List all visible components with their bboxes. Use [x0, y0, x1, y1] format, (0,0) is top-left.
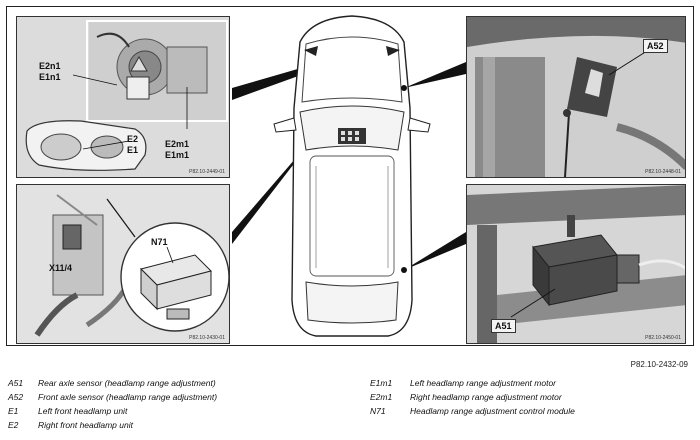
legend-text: Right headlamp range adjustment motor: [410, 392, 562, 402]
label-e2: E2: [127, 134, 139, 144]
legend-code: E2m1: [370, 392, 393, 402]
figure-reference: P82.10-2432-09: [630, 360, 688, 369]
legend-text: Rear axle sensor (headlamp range adjustm…: [38, 378, 216, 388]
legend-code: E2: [8, 420, 19, 430]
legend-code: A51: [8, 378, 24, 388]
label-e1m1: E1m1: [165, 150, 190, 160]
label-e2n1: E2n1: [39, 61, 61, 71]
rear-sensor-marker: [401, 267, 407, 273]
front-sensor-marker: [401, 85, 407, 91]
label-e1n1: E1n1: [39, 72, 61, 82]
callout-wedge-bottom-right: [404, 232, 466, 270]
callout-wedge-top-right: [404, 62, 466, 88]
vehicle-module-marker: [338, 128, 366, 144]
vehicle-rear-window: [305, 281, 399, 324]
panel-ref-control-module: P82.10-2430-01: [189, 335, 225, 341]
vehicle-left-mirror: [273, 117, 297, 133]
vehicle-body-outline: [291, 15, 413, 337]
panel-headlamp: E2n1 E1n1 E2 E1 E2m1 E1m1 P82.10-2449-01: [16, 16, 230, 178]
label-n71: N71: [151, 237, 168, 247]
panel-rear-axle-sensor: A51 P82.10-2450-01: [466, 184, 686, 344]
vehicle-hood: [301, 36, 403, 103]
panel-ref-headlamp: P82.10-2449-01: [189, 169, 225, 175]
legend-text: Right front headlamp unit: [38, 420, 133, 430]
legend-code: A52: [8, 392, 24, 402]
legend-text: Headlamp range adjustment control module: [410, 406, 575, 416]
legend-code: N71: [370, 406, 386, 416]
legend-text: Front axle sensor (headlamp range adjust…: [38, 392, 218, 402]
panel-ref-front-axle: P82.10-2448-01: [645, 169, 681, 175]
legend-code: E1: [8, 406, 19, 416]
label-x11-4: X11/4: [49, 263, 73, 273]
panel-front-axle-sensor: A52 P82.10-2448-01: [466, 16, 686, 178]
legend-text: Left front headlamp unit: [38, 406, 128, 416]
vehicle-roof: [309, 155, 395, 277]
panel-ref-rear-axle: P82.10-2450-01: [645, 335, 681, 341]
legend-text: Left headlamp range adjustment motor: [410, 378, 557, 388]
label-a52: A52: [643, 39, 668, 53]
vehicle-right-mirror: [407, 117, 431, 133]
label-a51: A51: [491, 319, 516, 333]
diagram-area: E2n1 E1n1 E2 E1 E2m1 E1m1 P82.10-2449-01…: [6, 6, 694, 346]
vehicle-top-view: [232, 15, 466, 337]
panel-control-module: N71 X11/4 P82.10-2430-01: [16, 184, 230, 344]
label-e1: E1: [127, 145, 139, 155]
label-e2m1: E2m1: [165, 139, 190, 149]
legend-code: E1m1: [370, 378, 393, 388]
